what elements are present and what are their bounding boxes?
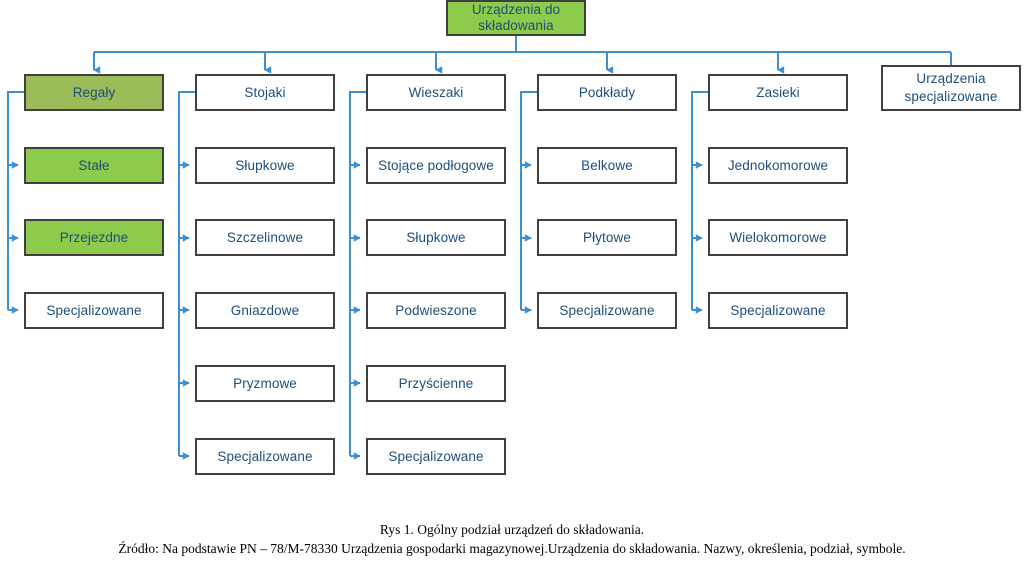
node-stojaki-slupkowe[interactable]: Słupkowe (195, 147, 335, 184)
node-stojaki-szczelinowe[interactable]: Szczelinowe (195, 219, 335, 256)
node-podklady-belkowe[interactable]: Belkowe (537, 147, 677, 184)
node-zasieki-jednokomorowe[interactable]: Jednokomorowe (708, 147, 848, 184)
node-stojaki-pryzmowe[interactable]: Pryzmowe (195, 365, 335, 402)
node-zasieki-specjalizowane[interactable]: Specjalizowane (708, 292, 848, 329)
node-stojaki[interactable]: Stojaki (195, 74, 335, 111)
node-podklady-plytowe[interactable]: Płytowe (537, 219, 677, 256)
node-wieszaki-specjalizowane[interactable]: Specjalizowane (366, 438, 506, 475)
figure-caption-title: Rys 1. Ogólny podział urządzeń do składo… (379, 522, 645, 537)
node-podklady[interactable]: Podkłady (537, 74, 677, 111)
node-regaly-przejezdne[interactable]: Przejezdne (24, 219, 164, 256)
figure-caption-source: Źródło: Na podstawie PN – 78/M-78330 Urz… (118, 541, 906, 556)
node-regaly-stale[interactable]: Stałe (24, 147, 164, 184)
node-zasieki[interactable]: Zasieki (708, 74, 848, 111)
node-regaly-specjalizowane[interactable]: Specjalizowane (24, 292, 164, 329)
node-stojaki-gniazdowe[interactable]: Gniazdowe (195, 292, 335, 329)
node-regaly[interactable]: Regały (24, 74, 164, 111)
node-podklady-specjalizowane[interactable]: Specjalizowane (537, 292, 677, 329)
node-wieszaki-slupkowe[interactable]: Słupkowe (366, 219, 506, 256)
node-root[interactable]: Urządzenia do składowania (446, 0, 586, 36)
node-wieszaki-stojace-podlogowe[interactable]: Stojące podłogowe (366, 147, 506, 184)
node-wieszaki[interactable]: Wieszaki (366, 74, 506, 111)
node-root-line2: składowania (478, 18, 554, 33)
node-root-line1: Urządzenia do (471, 2, 561, 17)
node-wieszaki-przyscienne[interactable]: Przyścienne (366, 365, 506, 402)
node-urzadzenia-specjalizowane[interactable]: Urządzenia specjalizowane (881, 65, 1021, 111)
node-zasieki-wielokomorowe[interactable]: Wielokomorowe (708, 219, 848, 256)
node-stojaki-specjalizowane[interactable]: Specjalizowane (195, 438, 335, 475)
node-wieszaki-podwieszone[interactable]: Podwieszone (366, 292, 506, 329)
